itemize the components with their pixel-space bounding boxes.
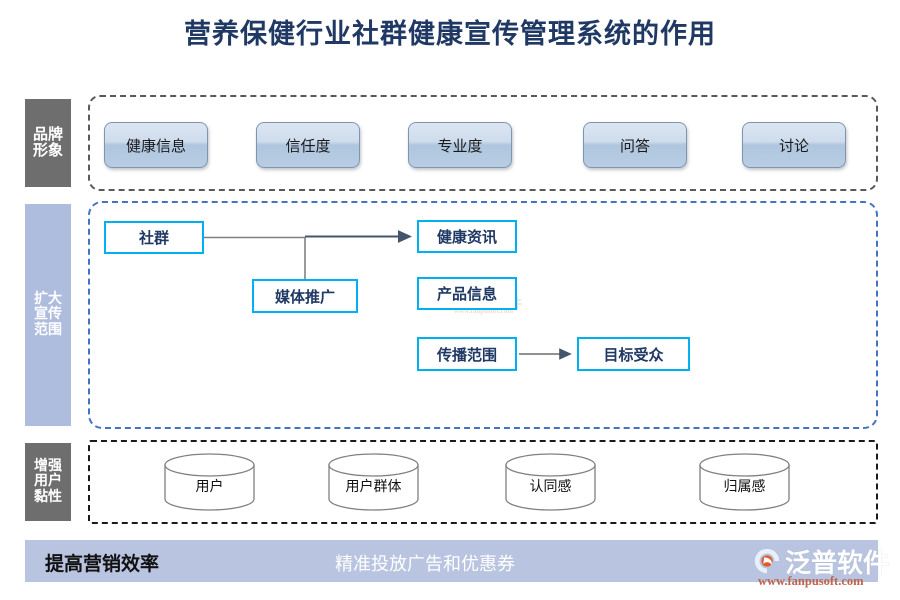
cylinder-label-user-group: 用户群体 bbox=[345, 477, 402, 494]
flow-box-spread-scope[interactable]: 传播范围 bbox=[417, 337, 517, 371]
cylinder-belonging[interactable]: 归属感 bbox=[698, 453, 791, 511]
flow-box-product-info[interactable]: 产品信息 bbox=[417, 277, 517, 310]
cylinder-label-belonging: 归属感 bbox=[723, 477, 766, 494]
page-title: 营养保健行业社群健康宣传管理系统的作用 bbox=[184, 19, 716, 49]
cylinder-shape-icon bbox=[328, 453, 419, 511]
section-label-expand-reach: 扩大 宣传 范围 bbox=[25, 204, 71, 426]
flow-box-health-info[interactable]: 健康资讯 bbox=[417, 220, 517, 253]
panel-expand-reach bbox=[88, 201, 878, 429]
pill-qa[interactable]: 问答 bbox=[583, 122, 687, 168]
brand-logo-name: 泛普软件 bbox=[785, 549, 890, 578]
section-label-reach-line-1: 扩大 bbox=[34, 292, 62, 308]
cylinder-identity[interactable]: 认同感 bbox=[504, 453, 597, 511]
flow-box-community[interactable]: 社群 bbox=[104, 221, 204, 254]
pill-trust[interactable]: 信任度 bbox=[256, 122, 360, 168]
section-label-brand-image: 品牌 形象 bbox=[25, 99, 71, 187]
section-label-sticky-line-3: 黏性 bbox=[34, 489, 62, 505]
watermark-url: www.fanpusoft.com bbox=[454, 307, 514, 315]
flow-box-target-audience[interactable]: 目标受众 bbox=[577, 337, 690, 371]
section-label-reach-line-3: 范围 bbox=[34, 322, 62, 338]
cylinder-shape-icon bbox=[505, 453, 596, 511]
brand-logo: 泛普软件 www.fanpusoft.com bbox=[752, 543, 892, 595]
section-label-reach-line-2: 宣传 bbox=[34, 307, 62, 323]
cylinder-user[interactable]: 用户 bbox=[163, 453, 256, 511]
cylinder-label-identity: 认同感 bbox=[529, 477, 572, 494]
cylinder-label-user: 用户 bbox=[195, 477, 224, 494]
pill-discussion[interactable]: 讨论 bbox=[742, 122, 846, 168]
section-label-user-stickiness: 增强 用户 黏性 bbox=[25, 443, 71, 521]
section-label-brand-line-2: 形象 bbox=[32, 143, 63, 159]
section-label-sticky-line-2: 用户 bbox=[34, 474, 62, 490]
panel-brand-image bbox=[88, 95, 878, 191]
section-label-sticky-line-1: 增强 bbox=[34, 459, 62, 475]
footer-bar: 提高营销效率 精准投放广告和优惠券 bbox=[25, 540, 878, 582]
footer-center-label: 精准投放广告和优惠券 bbox=[335, 554, 515, 574]
pill-health-info[interactable]: 健康信息 bbox=[104, 122, 208, 168]
cylinder-user-group[interactable]: 用户群体 bbox=[327, 453, 420, 511]
brand-logo-url: www.fanpusoft.com bbox=[758, 574, 864, 588]
cylinder-shape-icon bbox=[164, 453, 255, 511]
fanpu-logo-icon bbox=[754, 548, 780, 574]
flow-box-media-promotion[interactable]: 媒体推广 bbox=[252, 279, 358, 313]
cylinder-shape-icon bbox=[699, 453, 790, 511]
pill-professionalism[interactable]: 专业度 bbox=[408, 122, 512, 168]
footer-left-label: 提高营销效率 bbox=[45, 554, 160, 575]
panel-user-stickiness bbox=[88, 440, 878, 524]
section-label-brand-line-1: 品牌 bbox=[32, 126, 63, 143]
